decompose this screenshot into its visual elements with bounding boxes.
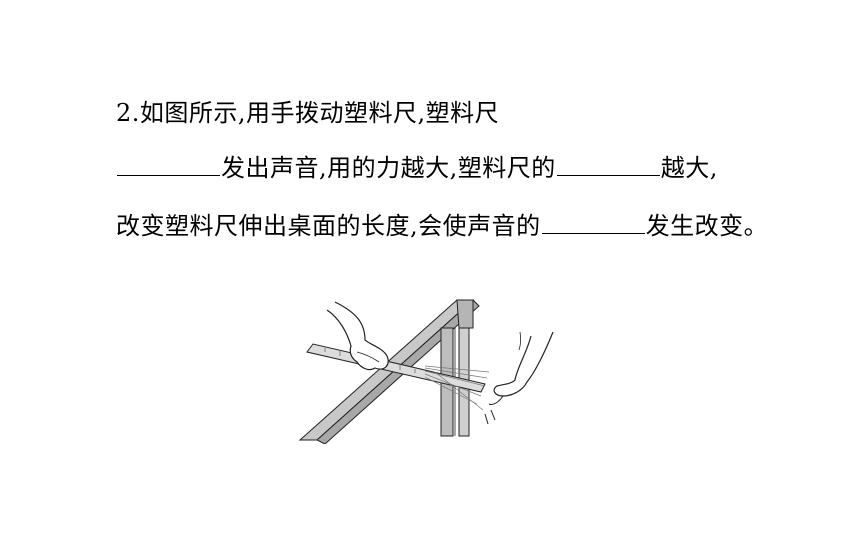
question-text-3: 越大, bbox=[660, 154, 718, 182]
question-text-2: 发出声音,用的力越大,塑料尺的 bbox=[221, 154, 556, 182]
question-text-4: 改变塑料尺伸出桌面的长度,会使声音的 bbox=[116, 212, 541, 240]
question-line-1: 2.如图所示,用手拨动塑料尺,塑料尺 bbox=[116, 97, 499, 129]
motion-marks bbox=[484, 409, 496, 425]
table-edge bbox=[456, 299, 474, 329]
question-line-2: 发出声音,用的力越大,塑料尺的 越大, bbox=[116, 152, 718, 184]
ruler-experiment-figure bbox=[298, 299, 554, 444]
question-text-5: 发生改变。 bbox=[645, 212, 769, 240]
left-hand bbox=[326, 301, 389, 371]
right-hand bbox=[493, 331, 554, 397]
answer-blank-3[interactable] bbox=[541, 211, 645, 234]
answer-blank-2[interactable] bbox=[556, 153, 660, 176]
ruler bbox=[306, 343, 486, 393]
question-line-3: 改变塑料尺伸出桌面的长度,会使声音的 发生改变。 bbox=[116, 210, 768, 242]
question-text-1: 2.如图所示,用手拨动塑料尺,塑料尺 bbox=[116, 99, 500, 127]
answer-blank-1[interactable] bbox=[117, 153, 220, 176]
vibration-lines bbox=[424, 365, 490, 411]
